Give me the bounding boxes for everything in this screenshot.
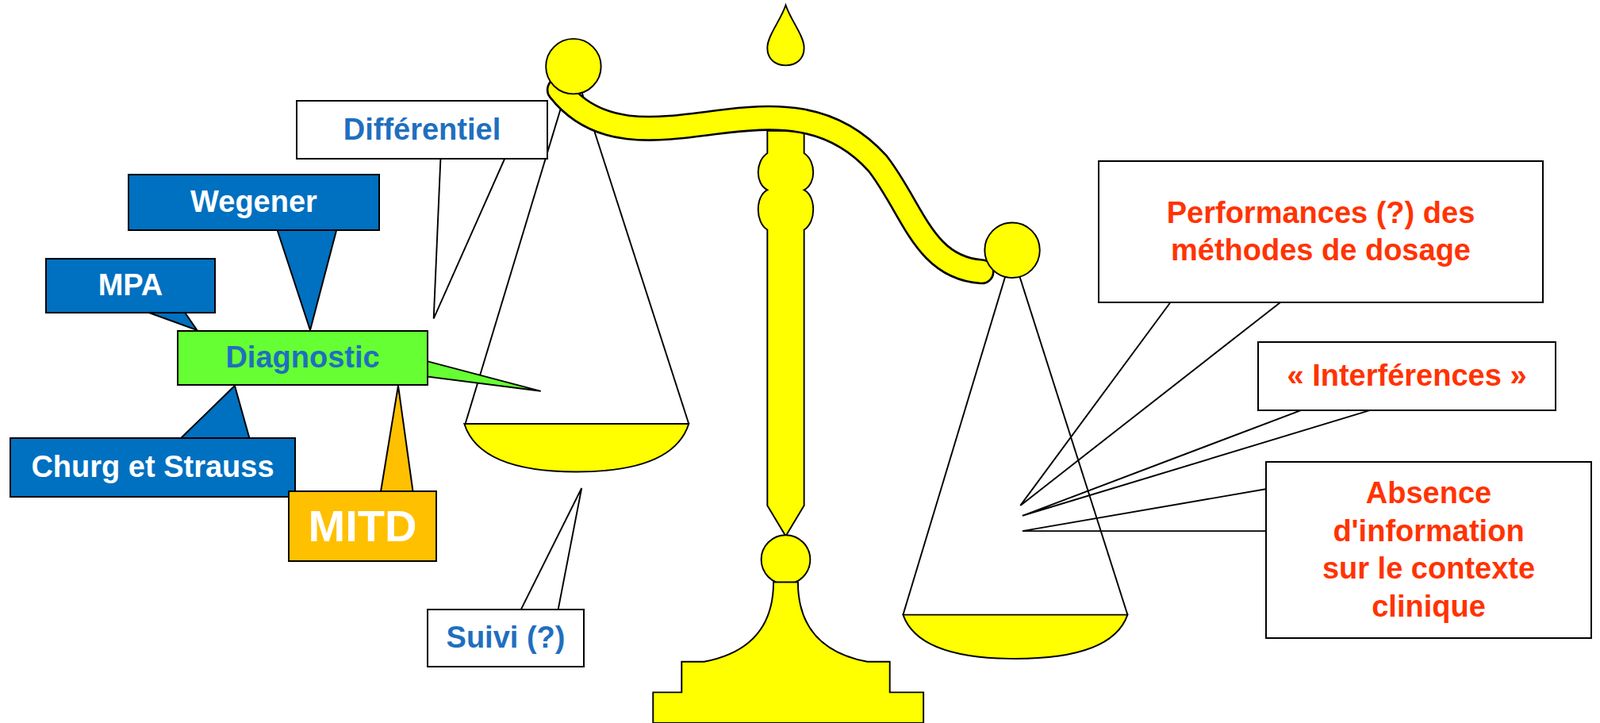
limitation-box: Absence d'information sur le contexte cl… [1265,460,1593,639]
column-knob [761,534,811,584]
diagnosis-callout: Diagnostic [176,329,429,386]
leader-line [1020,298,1286,506]
beam-knob [984,222,1040,278]
callout-pointer [178,385,250,441]
box-label: « Interférences » [1286,356,1527,396]
box-label: Performances (?) des méthodes de dosage [1134,194,1508,270]
follow-up-box: Suivi (?) [426,608,585,668]
limitation-box: « Interférences » [1257,341,1557,411]
callout-tail [517,487,582,615]
callout-pointer [276,227,338,330]
limitation-box: Performances (?) des méthodes de dosage [1097,160,1544,304]
box-label: MITD [308,498,418,554]
finial [767,4,804,66]
right-pan [902,614,1128,659]
pan-string [902,253,1013,615]
box-label: Suivi (?) [446,618,566,657]
disease-callout: Wegener [127,173,380,231]
leader-line [1022,487,1272,531]
box-label: Différentiel [343,111,501,150]
callout-pointer [380,385,414,494]
box-label: Churg et Strauss [30,448,274,487]
box-label: MPA [98,266,164,305]
beam [559,89,983,272]
callout-tail [433,153,508,319]
disease-callout: MPA [45,257,216,314]
differential-box: Différentiel [295,99,549,160]
column [758,130,814,537]
beam-outline [559,89,983,272]
beam-knob [545,38,601,94]
scale-base [652,581,924,723]
mitd-callout: MITD [287,490,438,562]
pan-string [1012,253,1128,615]
left-pan [464,423,689,472]
box-label: Absence d'information sur le contexte cl… [1312,474,1545,626]
box-label: Diagnostic [225,338,380,377]
box-label: Wegener [190,183,318,222]
disease-callout: Churg et Strauss [9,437,296,498]
callout-tail [420,359,542,392]
